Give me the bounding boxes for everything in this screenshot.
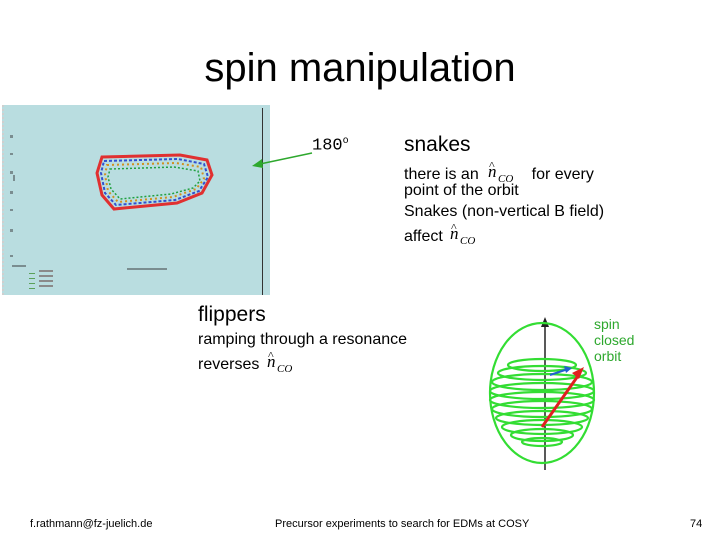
snakes-line-1-after: for every [532, 166, 594, 183]
footer-email: f.rathmann@fz-juelich.de [30, 518, 152, 530]
orbit-trace [2, 105, 270, 295]
svg-text:^: ^ [268, 352, 274, 362]
flippers-line-2-text: reverses [198, 356, 259, 373]
snakes-line-1-before: there is an [404, 166, 479, 183]
n-co-symbol: n ^ CO [264, 352, 304, 378]
angle-label: 180o [312, 136, 349, 156]
slide-title: spin manipulation [0, 44, 720, 92]
snakes-line-3: Snakes (non-vertical B field) [404, 203, 604, 220]
angle-unit: o [343, 136, 349, 147]
spin-closed-orbit-label: spin closed orbit [594, 316, 664, 364]
n-co-symbol: n ^ CO [447, 224, 487, 250]
page-number: 74 [690, 518, 702, 530]
spin-label-line-2: closed [594, 332, 664, 348]
spin-label-line-3: orbit [594, 348, 664, 364]
n-co-sub: CO [460, 235, 475, 246]
snakes-line-4: affect n ^ CO [404, 224, 487, 250]
pointer-arrow [248, 150, 318, 170]
spin-sphere-diagram [480, 315, 600, 475]
n-co-sub: CO [277, 363, 292, 374]
snakes-line-4-text: affect [404, 228, 443, 245]
footer-title: Precursor experiments to search for EDMs… [275, 518, 529, 530]
flippers-line-1: ramping through a resonance [198, 331, 407, 348]
snakes-line-2: point of the orbit [404, 182, 519, 199]
svg-text:^: ^ [489, 162, 495, 172]
spin-label-line-1: spin [594, 316, 664, 332]
snakes-heading: snakes [404, 133, 471, 157]
svg-text:^: ^ [451, 224, 457, 234]
angle-value: 180 [312, 137, 343, 156]
flippers-line-2: reverses n ^ CO [198, 352, 304, 378]
flippers-heading: flippers [198, 303, 266, 327]
